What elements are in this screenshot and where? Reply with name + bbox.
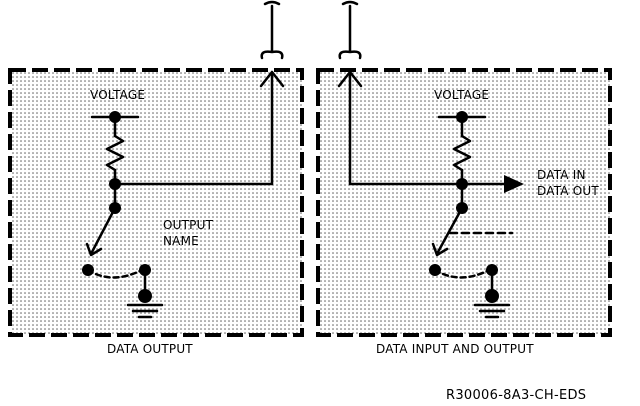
ground-node-right xyxy=(485,289,499,303)
caption-left: DATA OUTPUT xyxy=(107,342,193,356)
switch-throw-right xyxy=(433,268,491,279)
figure-id: R30006-8A3-CH-EDS xyxy=(446,388,586,403)
resistor-right xyxy=(452,134,472,172)
switch-arm-right xyxy=(436,206,464,254)
data-in-label: DATA IN xyxy=(537,168,586,182)
connector-icon-right xyxy=(338,0,362,60)
output-label-line1: OUTPUT xyxy=(163,218,214,232)
output-arrow-right xyxy=(337,70,363,88)
data-out-label: DATA OUT xyxy=(537,184,599,198)
panel-left-frame xyxy=(8,68,304,337)
voltage-label-right: VOLTAGE xyxy=(434,88,489,102)
panel-data-output: VOLTAGE OUTPUT NAME DATA OUTPUT xyxy=(8,68,304,356)
switch-arrow-left xyxy=(85,242,103,257)
ground-node-left xyxy=(138,289,152,303)
data-arrow-right xyxy=(504,175,524,193)
voltage-label-left: VOLTAGE xyxy=(90,88,145,102)
caption-right: DATA INPUT AND OUTPUT xyxy=(376,342,534,356)
panel-data-input-output: VOLTAGE DATA IN DATA OUT DATA INPUT AND … xyxy=(316,68,612,356)
output-label-line2: NAME xyxy=(163,234,199,248)
switch-arrow-right xyxy=(431,242,449,257)
output-line-left xyxy=(113,72,274,186)
resistor-left xyxy=(105,134,125,172)
output-line-right xyxy=(348,72,464,186)
output-arrow-left xyxy=(259,70,285,88)
switch-throw-left xyxy=(86,268,144,279)
connector-icon-left xyxy=(260,0,284,60)
switch-arm-left xyxy=(90,206,117,254)
